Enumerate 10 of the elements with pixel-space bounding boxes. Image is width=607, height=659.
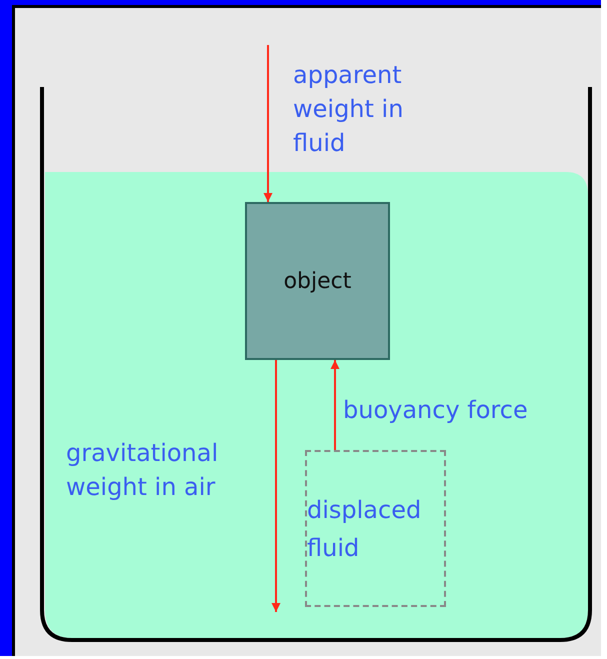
displaced-fluid-outline: [305, 450, 446, 607]
edge-label: gravitational weight in air: [66, 438, 220, 503]
arrow: [272, 360, 280, 612]
displaced-fluid-label: displaced fluid: [307, 494, 422, 564]
object-label: object: [284, 268, 352, 294]
object-block: [245, 202, 390, 360]
arrow: [264, 45, 272, 202]
edge-label: buoyancy force: [343, 395, 529, 426]
arrow: [330, 360, 340, 450]
edge-label: apparent weight in fluid: [293, 60, 404, 159]
